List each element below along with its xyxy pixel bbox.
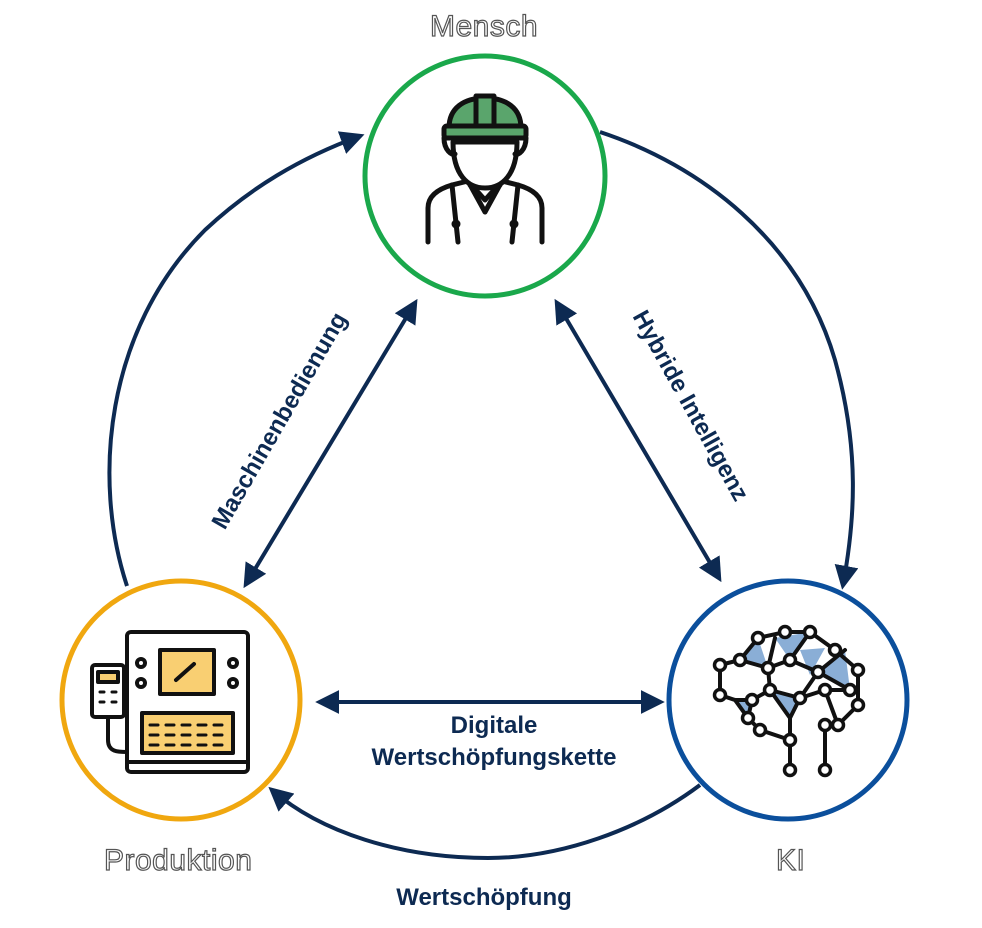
edge-label-wertschoepfung: Wertschöpfung: [396, 884, 572, 911]
node-label-mensch: Mensch: [429, 9, 539, 43]
arrow-hybride-intelligenz: [554, 298, 722, 583]
arc-produktion-to-mensch: [107, 131, 365, 587]
arc-ki-to-produktion: [268, 783, 702, 861]
worker-helmet-icon: [425, 93, 545, 245]
control-panel-icon: [90, 630, 250, 774]
node-label-produktion: Produktion: [103, 843, 253, 877]
arrow-maschinenbedienung: [243, 298, 418, 589]
edge-label-digitale-line1: Digitale: [450, 712, 538, 739]
node-label-ki: KI: [775, 843, 806, 877]
edge-label-digitale-line2: Wertschöpfungskette: [371, 744, 617, 771]
arc-mensch-to-ki: [599, 130, 859, 590]
neural-brain-icon: [712, 624, 866, 778]
